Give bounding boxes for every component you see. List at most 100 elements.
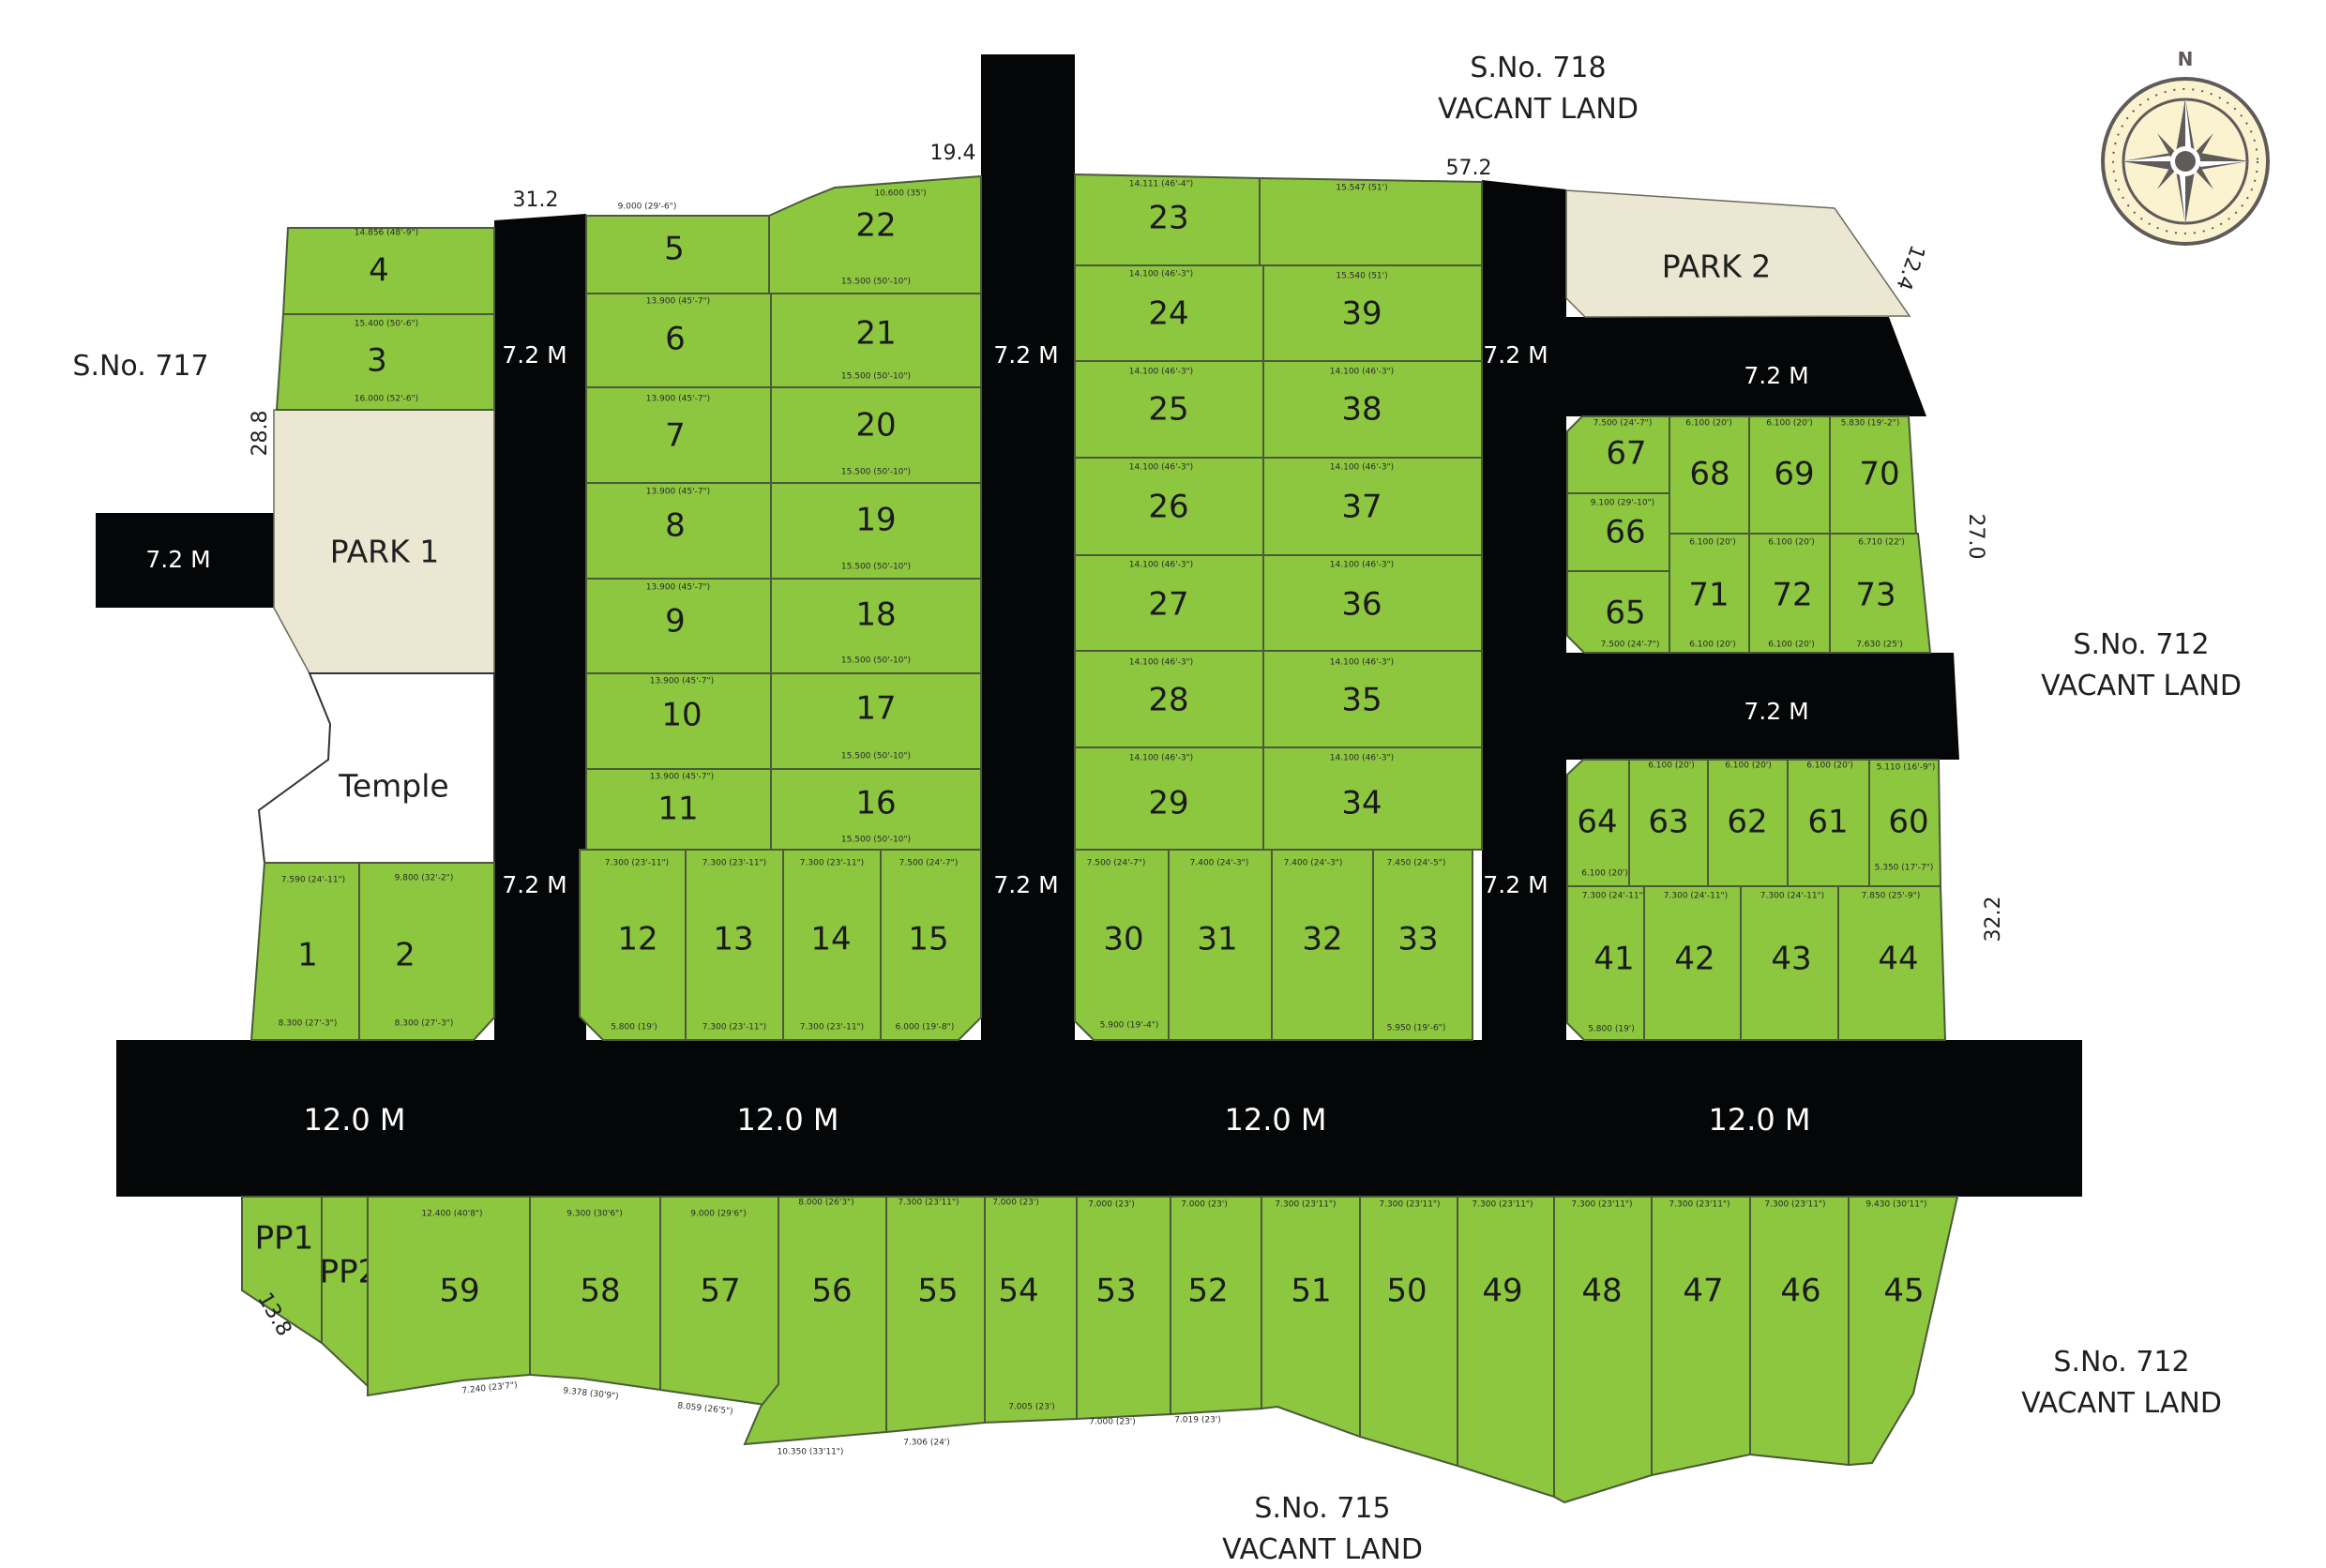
plot-shape[interactable]: [1748, 533, 1831, 654]
plot-shape[interactable]: [1074, 746, 1264, 851]
plot-71[interactable]: 716.100 (20')6.100 (20'): [1669, 533, 1750, 654]
plot-shape[interactable]: [1262, 457, 1483, 556]
plot-shape[interactable]: [770, 672, 982, 770]
plot-shape[interactable]: [1868, 759, 1942, 887]
plot-shape[interactable]: [585, 482, 772, 580]
plot-shape[interactable]: [1074, 650, 1264, 748]
plot-shape[interactable]: [984, 1196, 1078, 1425]
plot-55[interactable]: 557.300 (23'11")7.306 (24'): [885, 1196, 986, 1448]
park-2[interactable]: [1565, 189, 1911, 318]
plot-5[interactable]: 59.000 (29'-6"): [585, 203, 770, 294]
plot-69[interactable]: 696.100 (20'): [1748, 415, 1831, 535]
plot-54[interactable]: 547.000 (23')7.005 (23'): [984, 1196, 1078, 1425]
plot-shape[interactable]: [1837, 885, 1947, 1041]
plot-30[interactable]: 307.500 (24'-7")5.900 (19'-4"): [1074, 849, 1170, 1041]
plot-shape[interactable]: [1848, 1196, 1959, 1467]
plot-57[interactable]: 579.000 (29'6")8.059 (26'5"): [659, 1196, 779, 1417]
plot-shape[interactable]: [585, 215, 770, 294]
plot-shape[interactable]: [1074, 360, 1264, 459]
plot-shape[interactable]: [1651, 1196, 1751, 1477]
plot-shape[interactable]: [1457, 1196, 1555, 1499]
plot-shape[interactable]: [770, 768, 982, 851]
plot-41[interactable]: 417.300 (24'-11")5.800 (19'): [1566, 885, 1646, 1041]
plot-shape[interactable]: [1074, 173, 1261, 266]
plot-52[interactable]: 527.000 (23')7.019 (23'): [1170, 1196, 1262, 1425]
plot-shape[interactable]: [1359, 1196, 1458, 1468]
plot-shape[interactable]: [1553, 1196, 1653, 1504]
plot-shape[interactable]: [1566, 570, 1670, 654]
plot-51[interactable]: 517.300 (23'11"): [1261, 1196, 1361, 1439]
plot-shape[interactable]: [1669, 533, 1750, 654]
plot-shape[interactable]: [1628, 759, 1709, 887]
plot-2[interactable]: 29.800 (32'-2")8.300 (27'-3"): [358, 862, 495, 1041]
plot-14[interactable]: 147.300 (23'-11")7.300 (23'-11"): [782, 849, 882, 1041]
plot-shape[interactable]: [1262, 746, 1483, 851]
plot-shape[interactable]: [358, 862, 495, 1041]
plot-shape[interactable]: [1262, 650, 1483, 748]
plot-9[interactable]: 913.900 (45'-7"): [585, 578, 772, 674]
plot-33[interactable]: 337.450 (24'-5")5.950 (19'-6"): [1372, 849, 1473, 1041]
plot-shape[interactable]: [1829, 415, 1918, 535]
plot-shape[interactable]: [1566, 492, 1670, 572]
plot-shape[interactable]: [1259, 176, 1483, 266]
plot-shape[interactable]: [275, 313, 495, 411]
plot-shape[interactable]: [1261, 1196, 1361, 1439]
plot-shape[interactable]: [1829, 533, 1932, 654]
plot-shape[interactable]: [579, 849, 687, 1041]
plot-6[interactable]: 613.900 (45'-7"): [585, 293, 772, 388]
plot-53[interactable]: 537.000 (23')7.000 (23'): [1076, 1196, 1171, 1427]
plot-42[interactable]: 427.300 (24'-11"): [1643, 885, 1742, 1041]
plot-13[interactable]: 137.300 (23'-11")7.300 (23'-11"): [685, 849, 784, 1041]
plot-shape[interactable]: [1262, 554, 1483, 652]
plot-shape[interactable]: [770, 293, 982, 388]
plot-72[interactable]: 726.100 (20')6.100 (20'): [1748, 533, 1831, 654]
plot-7[interactable]: 713.900 (45'-7"): [585, 386, 772, 484]
plot-shape[interactable]: [1566, 415, 1670, 494]
plot-shape[interactable]: [659, 1196, 779, 1409]
plot-shape[interactable]: [770, 482, 982, 580]
plot-66[interactable]: 669.100 (29'-10"): [1566, 492, 1670, 572]
plot-47[interactable]: 477.300 (23'11"): [1651, 1196, 1751, 1477]
plot-44[interactable]: 447.850 (25'-9"): [1837, 885, 1947, 1041]
plot-shape[interactable]: [880, 849, 982, 1041]
plot-43[interactable]: 437.300 (24'-11"): [1740, 885, 1839, 1041]
plot-shape[interactable]: [1262, 264, 1483, 362]
plot-61[interactable]: 616.100 (20'): [1787, 759, 1870, 887]
plot-shape[interactable]: [367, 1196, 531, 1397]
plot-64[interactable]: 646.100 (20'): [1566, 759, 1630, 887]
plot-shape[interactable]: [685, 849, 784, 1041]
plot-8[interactable]: 813.900 (45'-7"): [585, 482, 772, 580]
plot-shape[interactable]: [1566, 885, 1645, 1041]
plot-shape[interactable]: [1168, 849, 1273, 1041]
plot-shape[interactable]: [1707, 759, 1789, 887]
plot-shape[interactable]: [1566, 759, 1630, 887]
plot-3[interactable]: 315.400 (50'-6")16.000 (52'-6"): [275, 313, 495, 411]
plot-unnumbered[interactable]: 15.547 (51'): [1259, 176, 1483, 266]
plot-shape[interactable]: [1787, 759, 1870, 887]
plot-shape[interactable]: [1074, 457, 1264, 556]
plot-shape[interactable]: [1271, 849, 1374, 1041]
plot-shape[interactable]: [1074, 264, 1264, 362]
plot-shape[interactable]: [1074, 849, 1170, 1041]
plot-shape[interactable]: [249, 862, 360, 1041]
plot-49[interactable]: 497.300 (23'11"): [1457, 1196, 1555, 1499]
plot-4[interactable]: 414.856 (48'-9"): [281, 227, 495, 315]
plot-67[interactable]: 677.500 (24'-7"): [1566, 415, 1670, 494]
plot-15[interactable]: 157.500 (24'-7")6.000 (19'-8"): [880, 849, 982, 1041]
plot-shape[interactable]: [281, 227, 495, 315]
